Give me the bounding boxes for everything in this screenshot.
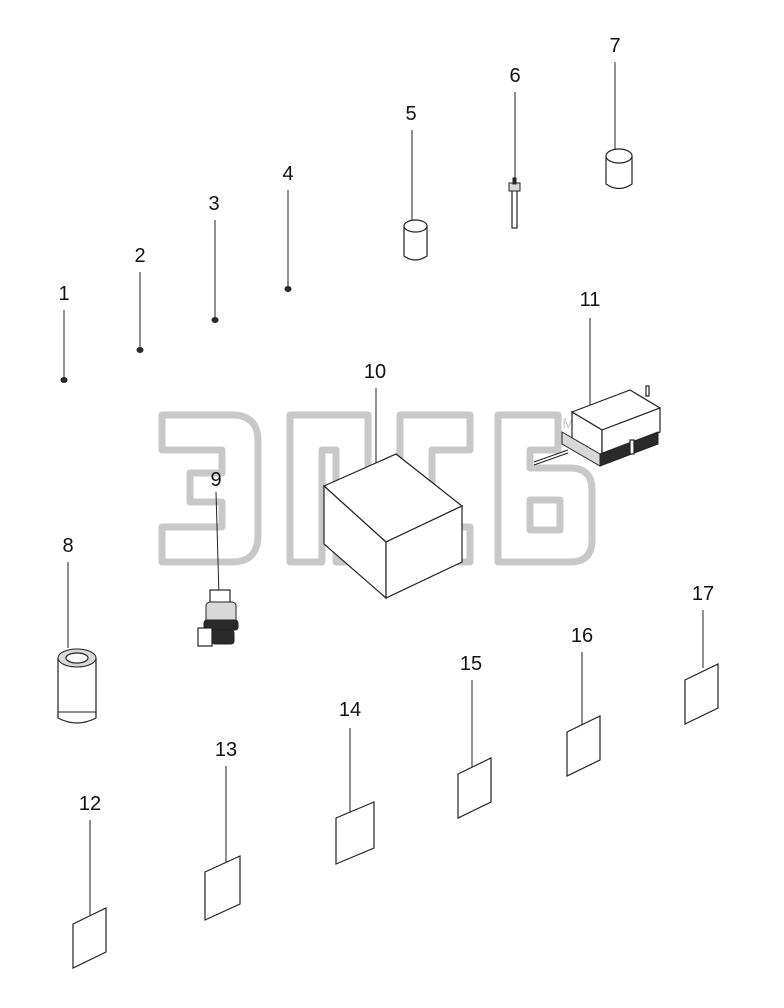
part-17-document[interactable] (684, 663, 719, 725)
leader-lines (63, 62, 704, 918)
callout-5: 5 (405, 103, 416, 125)
callout-1: 1 (58, 283, 69, 305)
callout-8: 8 (62, 535, 73, 557)
part-7-cylinder[interactable] (605, 148, 633, 190)
part-12-document[interactable] (72, 907, 107, 969)
part-6-pin[interactable] (508, 177, 521, 229)
callout-10: 10 (364, 361, 386, 383)
callout-7: 7 (609, 35, 620, 57)
trademark-label: TM (554, 415, 574, 431)
callout-6: 6 (509, 65, 520, 87)
part-10-box[interactable] (322, 453, 464, 600)
callout-3: 3 (208, 193, 219, 215)
part-9-pump[interactable] (197, 589, 239, 647)
part-3-fastener[interactable] (211, 317, 219, 323)
part-8-filter[interactable] (57, 648, 97, 724)
callout-11: 11 (580, 289, 601, 311)
part-11-module[interactable] (533, 385, 662, 467)
callout-17: 17 (692, 583, 714, 605)
part-5-cylinder[interactable] (403, 219, 428, 261)
callout-4: 4 (282, 163, 293, 185)
callout-labels: 1 2 3 4 5 6 7 8 9 10 11 12 13 14 15 16 1… (58, 35, 714, 815)
callout-13: 13 (215, 739, 237, 761)
part-15-document[interactable] (457, 757, 492, 819)
callout-2: 2 (134, 245, 145, 267)
callout-14: 14 (339, 699, 361, 721)
part-14-document[interactable] (335, 801, 375, 865)
part-4-fastener[interactable] (284, 286, 292, 292)
part-1-fastener[interactable] (60, 377, 68, 383)
part-2-fastener[interactable] (136, 347, 144, 353)
part-13-document[interactable] (204, 855, 241, 921)
part-16-document[interactable] (566, 715, 601, 777)
callout-12: 12 (79, 793, 101, 815)
callout-9: 9 (210, 469, 221, 491)
callout-15: 15 (460, 653, 482, 675)
callout-16: 16 (571, 625, 593, 647)
